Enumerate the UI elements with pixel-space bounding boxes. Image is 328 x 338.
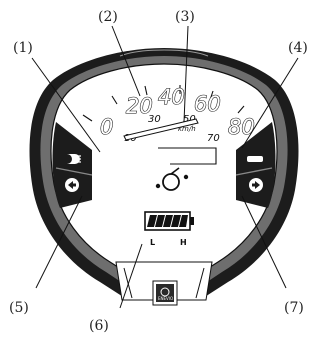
callout-5: (5) [9,300,29,316]
logo-text: ENEVIO [158,296,173,301]
battery-gauge [145,212,194,230]
callout-6: (6) [89,318,109,334]
battery-low-label: L [150,238,155,247]
right-turn-icon [249,178,263,192]
speed-label-0: 0 [100,115,113,139]
callout-2: (2) [98,9,118,25]
left-turn-icon [65,178,79,192]
callout-7: (7) [284,300,304,316]
speed-label-80: 80 [228,115,255,139]
callout-3: (3) [175,9,195,25]
high-beam-icon [247,156,263,162]
callout-4: (4) [288,40,308,56]
speed-label-30: 30 [148,114,161,125]
callout-1: (1) [13,40,33,56]
speed-label-70: 70 [207,133,220,144]
battery-high-label: H [180,238,187,247]
speed-label-60: 60 [194,92,221,116]
brand-logo: ENEVIO [153,281,177,305]
speed-label-40: 40 [158,85,185,109]
